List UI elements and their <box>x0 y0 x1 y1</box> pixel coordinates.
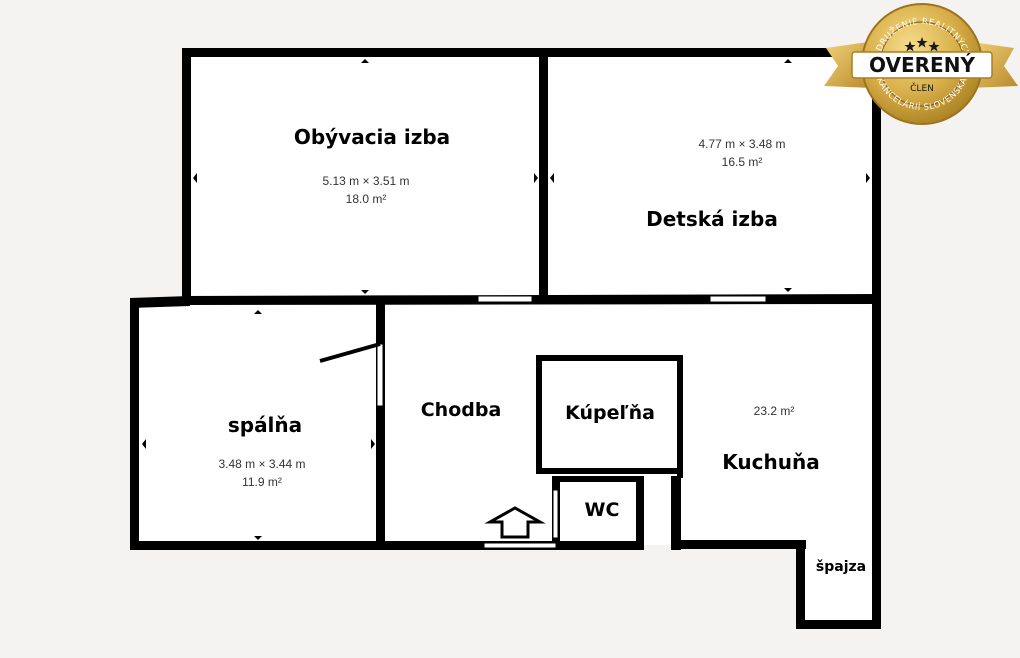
wall-bath-left <box>536 355 542 473</box>
bedroom-dims: 3.48 m × 3.44 m <box>218 457 305 471</box>
wall-wc-top <box>552 476 642 482</box>
bedroom-floor <box>136 305 382 545</box>
wall-kitchen-step <box>671 476 681 550</box>
badge-banner <box>851 51 993 79</box>
wc-name: WC <box>585 499 620 521</box>
wall-bath-right <box>677 355 683 478</box>
marker <box>254 536 262 540</box>
entrance-arrow-icon <box>484 506 546 539</box>
window-hall-bottom <box>483 542 557 549</box>
marker <box>254 310 262 314</box>
living-room-area: 18.0 m² <box>346 192 387 206</box>
bedroom-name: spálňa <box>228 413 302 437</box>
marker <box>550 173 554 183</box>
room-labels: Obývacia izba 5.13 m × 3.51 m 18.0 m² 4.… <box>218 125 866 575</box>
living-room-dims: 5.13 m × 3.51 m <box>322 174 409 188</box>
marker <box>361 59 369 63</box>
wall-living-left <box>182 48 191 304</box>
marker <box>361 290 369 294</box>
pantry-floor <box>803 540 876 623</box>
wall-bedroom-left <box>130 298 139 550</box>
kitchen-name: Kuchuňa <box>722 450 819 474</box>
wall-pantry-left <box>796 540 805 628</box>
door-wc <box>552 489 559 539</box>
living-room-floor <box>190 56 542 298</box>
marker <box>784 288 792 292</box>
pantry-name: špajza <box>816 559 866 575</box>
wall-pantry-bottom <box>796 620 881 629</box>
wall-living-kids <box>539 48 548 304</box>
star-icon <box>904 37 940 52</box>
hallway-floor <box>382 303 642 545</box>
verified-member-badge: ZDRUŽENIE REALITNÝCH KANCELÁRIÍ SLOVENSK… <box>824 3 1018 125</box>
hallway-name: Chodba <box>421 399 502 421</box>
badge-title: OVERENÝ <box>869 53 975 77</box>
marker <box>371 439 375 449</box>
wall-bath-top <box>536 355 683 361</box>
living-room-name: Obývacia izba <box>294 125 450 149</box>
window-kitchen-top <box>709 295 767 303</box>
dimension-markers <box>142 59 870 540</box>
marker <box>534 173 538 183</box>
door-bedroom <box>376 343 384 407</box>
bedroom-area: 11.9 m² <box>242 475 282 489</box>
kitchen-area: 23.2 m² <box>754 404 795 418</box>
marker <box>142 439 146 449</box>
wall-bath-bottom <box>536 468 683 474</box>
wall-bedroom-top <box>130 296 190 308</box>
wall-kitchen-bottom <box>671 540 806 549</box>
kids-room-floor <box>547 56 875 298</box>
badge-subtitle: ČLEN <box>910 82 934 94</box>
walls <box>130 48 881 629</box>
marker <box>866 173 870 183</box>
marker <box>193 173 197 183</box>
door-leaf-bedroom <box>319 342 381 363</box>
marker <box>784 59 792 63</box>
bathroom-name: Kúpeľňa <box>565 402 655 424</box>
wall-wc-right <box>636 476 644 550</box>
kids-room-name: Detská izba <box>646 207 778 231</box>
wall-bedroom-hall <box>376 304 385 550</box>
kids-room-dims: 4.77 m × 3.48 m <box>698 137 785 151</box>
kids-room-area: 16.5 m² <box>722 155 763 169</box>
wall-top <box>182 48 844 57</box>
window-hall-top <box>477 295 533 303</box>
wall-right <box>872 96 881 626</box>
